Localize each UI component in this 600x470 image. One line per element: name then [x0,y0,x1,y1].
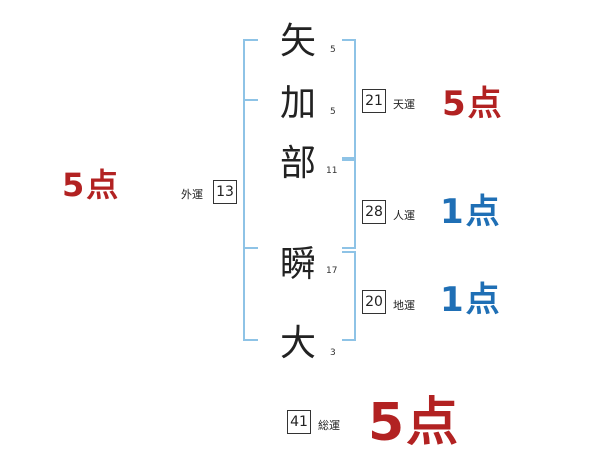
tenun-label: 天運 [393,98,415,111]
stroke-count-1: 5 [330,45,336,55]
jinun-value-box: 28 [362,200,386,224]
name-char-2: 加 [279,83,316,124]
name-char-3: 部 [279,143,316,184]
chiun-label: 地運 [393,299,415,312]
tenun-bracket [342,39,356,159]
chiun-bracket [342,251,356,341]
name-char-5: 大 [279,323,316,364]
gaiun-value-box: 13 [213,180,237,204]
name-char-4: 瞬 [279,244,316,285]
tenun-value-box: 21 [362,89,386,113]
chiun-score: 1点 [440,280,502,320]
jinun-score: 1点 [440,192,502,232]
tenun-score: 5点 [442,84,504,124]
souun-label: 総運 [318,419,340,432]
souun-value-box: 41 [287,410,311,434]
stroke-count-5: 3 [330,348,336,358]
stroke-count-4: 17 [326,266,338,276]
chiun-value-box: 20 [362,290,386,314]
jinun-label: 人運 [393,209,415,222]
jinun-bracket [342,159,356,249]
gaiun-score: 5点 [62,166,121,204]
souun-score: 5点 [368,393,461,453]
stroke-count-3: 11 [326,166,338,176]
outer-bracket [243,39,258,341]
gaiun-label: 外運 [181,188,203,201]
name-char-1: 矢 [279,21,316,62]
stroke-count-2: 5 [330,107,336,117]
